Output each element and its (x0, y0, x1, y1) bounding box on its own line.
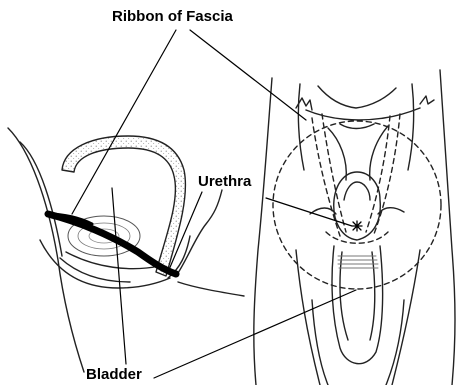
urethra-marker (352, 221, 362, 231)
bladder-wall (62, 136, 185, 276)
label-urethra: Urethra (198, 173, 251, 190)
leader-bladder-left (112, 188, 126, 364)
leader-urethra-right (266, 198, 352, 226)
tissue-tab-right (420, 96, 434, 104)
fascia-ribbon (48, 214, 176, 274)
frontal-view (254, 70, 455, 385)
sagittal-view (8, 128, 244, 372)
label-ribbon-of-fascia: Ribbon of Fascia (112, 8, 233, 25)
body-contour-inner (20, 142, 62, 256)
torso-left-edge (254, 78, 272, 385)
leader-fascia-left (72, 30, 176, 214)
torso-right-edge (440, 70, 455, 385)
leader-fascia-right (190, 30, 306, 120)
leader-lines (72, 30, 356, 378)
label-bladder: Bladder (86, 366, 142, 383)
